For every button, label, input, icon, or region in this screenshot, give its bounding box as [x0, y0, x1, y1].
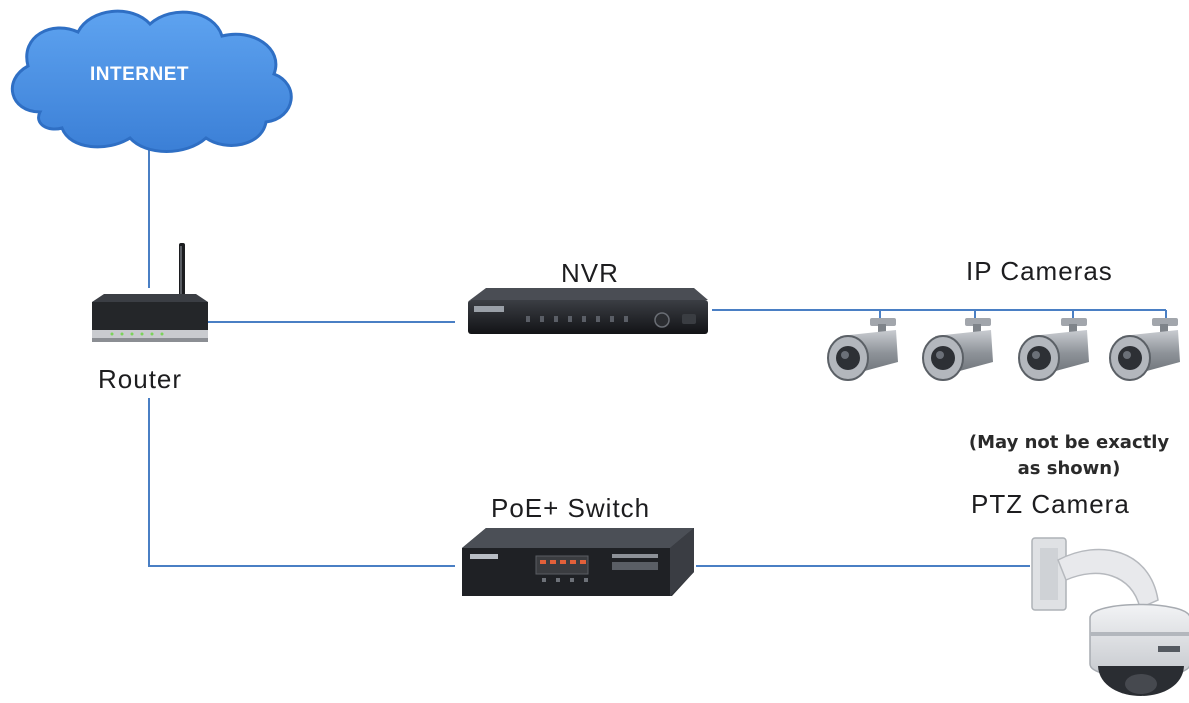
poe-switch-icon: [462, 528, 694, 596]
nvr-label: NVR: [561, 258, 619, 288]
ptz-note-line-2: as shown): [1017, 458, 1121, 479]
ip-cameras-label: IP Cameras: [966, 256, 1113, 286]
internet-label: INTERNET: [90, 64, 189, 85]
link-router-switch: [148, 398, 455, 567]
ip-camera-4-icon: [1109, 318, 1180, 381]
ptz-camera-label: PTZ Camera: [971, 489, 1130, 519]
nvr-icon: [468, 288, 708, 334]
poe-switch-label: PoE+ Switch: [491, 493, 651, 523]
ip-camera-3-icon: [1018, 318, 1089, 381]
ptz-camera-note: (May not be exactly as shown): [958, 430, 1180, 482]
router-icon: [92, 243, 208, 342]
connection-lines: [148, 148, 1167, 567]
ip-camera-2-icon: [922, 318, 993, 381]
internet-cloud-icon: [10, 9, 293, 153]
ip-camera-1-icon: [827, 318, 898, 381]
ptz-note-line-1: (May not be exactly: [968, 432, 1170, 453]
router-label: Router: [98, 364, 183, 394]
ptz-camera-icon: [1031, 537, 1189, 696]
